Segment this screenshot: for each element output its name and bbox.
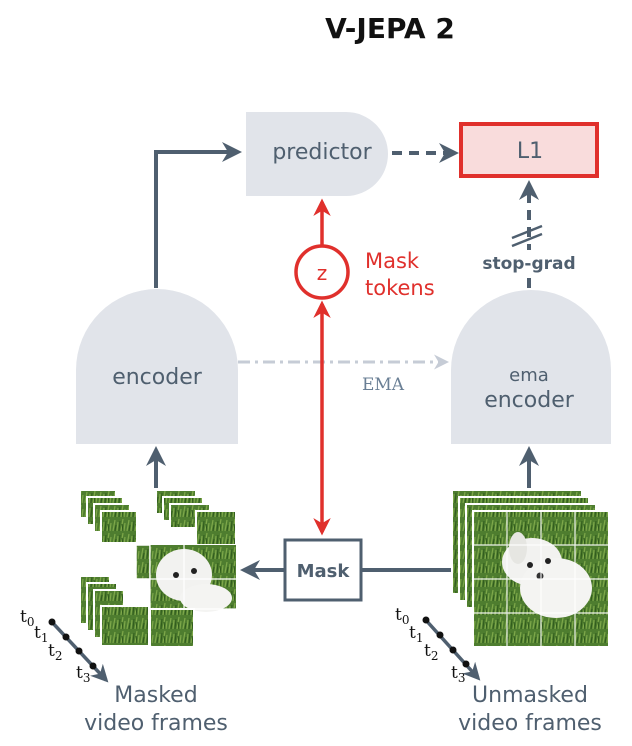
predictor-block: predictor — [246, 112, 388, 196]
time-label-t1-right: t1 — [409, 623, 423, 645]
masked-caption-line1: Masked — [114, 683, 197, 708]
time-label-t2-right: t2 — [424, 641, 438, 663]
time-label-t1-left: t1 — [34, 623, 48, 645]
loss-block: L1 — [459, 122, 599, 178]
time-label-t3-left: t3 — [76, 663, 90, 685]
masked-caption-line2: video frames — [84, 711, 228, 736]
mask-tokens-label-line2: tokens — [365, 276, 435, 300]
mask-block: Mask — [283, 538, 363, 602]
encoder-label: encoder — [112, 365, 203, 390]
mask-tokens-label-line1: Mask — [365, 249, 420, 273]
time-label-t3-right: t3 — [451, 663, 465, 685]
mask-label: Mask — [297, 561, 351, 582]
stop-grad-label: stop-grad — [482, 254, 575, 274]
ema-encoder-label-line2: encoder — [484, 388, 575, 413]
z-token-node: z — [294, 244, 350, 300]
dog-image-masked — [150, 545, 236, 612]
ema-encoder-label-line1: ema — [509, 365, 549, 386]
ema-encoder-block: ema encoder — [451, 290, 611, 444]
ema-label: EMA — [362, 375, 405, 395]
page-title: V-JEPA 2 — [325, 12, 455, 45]
time-label-t0-right: t0 — [395, 605, 409, 627]
encoder-block: encoder — [76, 289, 238, 444]
time-axis-right: t0 t1 t2 t3 — [395, 605, 481, 685]
dog-image-unmasked — [502, 532, 592, 618]
time-label-t0-left: t0 — [20, 607, 34, 629]
unmasked-caption-line1: Unmasked — [472, 683, 588, 708]
masked-video-frames — [79, 489, 237, 648]
stop-grad-symbol — [511, 224, 543, 248]
predictor-label: predictor — [272, 140, 372, 165]
loss-label: L1 — [517, 139, 543, 164]
time-axis-left: t0 t1 t2 t3 — [20, 607, 109, 685]
unmasked-caption-line2: video frames — [458, 711, 602, 736]
z-label: z — [317, 261, 328, 285]
encoder-to-predictor-arrow — [154, 142, 242, 288]
unmasked-video-frames — [451, 489, 610, 648]
time-label-t2-left: t2 — [48, 641, 62, 663]
